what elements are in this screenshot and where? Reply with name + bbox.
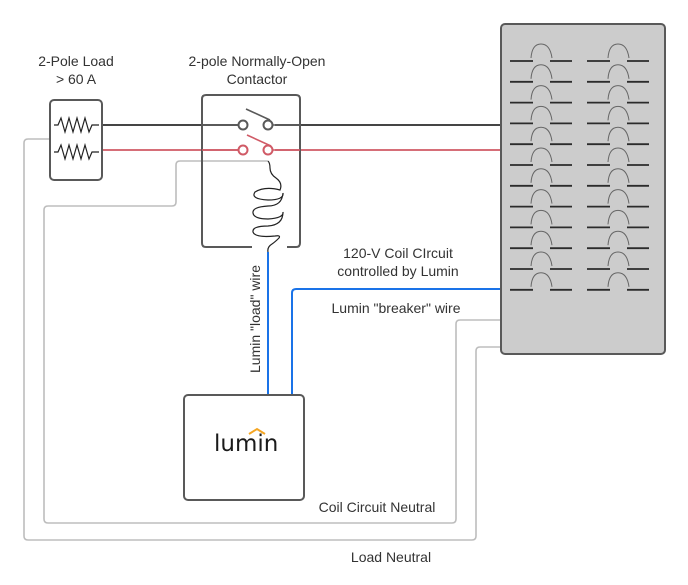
breaker-wire-label: Lumin "breaker" wire <box>332 300 461 316</box>
breaker-arc-icon <box>607 189 630 204</box>
breaker <box>510 272 572 291</box>
breaker <box>587 43 649 62</box>
breaker <box>587 209 649 229</box>
breaker-arc-icon <box>530 272 553 287</box>
breaker-arc-icon <box>530 126 553 142</box>
breaker-arc-icon <box>530 147 553 163</box>
two-pole-load <box>49 99 103 181</box>
coil-circuit-label-line1: 120-V Coil CIrcuit <box>343 245 453 261</box>
breaker <box>510 64 572 83</box>
breaker-grid <box>510 43 649 291</box>
resistor-icon <box>54 142 99 162</box>
breaker-arc-icon <box>530 105 553 121</box>
breaker-arc-icon <box>607 272 630 287</box>
breaker <box>587 251 649 270</box>
breaker-arc-icon <box>530 43 553 59</box>
load-neutral-wire <box>23 138 502 541</box>
resistor-icon <box>54 115 99 135</box>
breaker <box>587 189 649 208</box>
breaker-arc-icon <box>607 105 630 121</box>
coil-neutral-label: Coil Circuit Neutral <box>319 499 436 515</box>
breaker <box>587 168 649 187</box>
breaker-arc-icon <box>607 85 630 100</box>
load-wire-label: Lumin "load" wire <box>247 265 263 373</box>
breaker-arc-icon <box>607 43 630 59</box>
breaker <box>587 272 649 291</box>
breaker-arc-icon <box>530 209 553 225</box>
breaker <box>510 209 572 229</box>
lumin-device: lumin <box>183 394 305 501</box>
breaker <box>587 105 649 125</box>
breaker-arc-icon <box>607 209 630 225</box>
switch-contact-icon <box>202 134 300 156</box>
load-label-line2: > 60 A <box>56 71 97 87</box>
breaker-arc-icon <box>530 230 553 246</box>
breaker <box>510 189 572 208</box>
contactor <box>201 94 301 253</box>
breaker <box>587 126 649 146</box>
breaker-arc-icon <box>607 230 630 246</box>
breaker <box>587 85 649 104</box>
breaker <box>510 230 572 250</box>
breaker <box>510 251 572 270</box>
breaker <box>510 147 572 166</box>
coil-circuit-neutral-wire <box>43 160 502 524</box>
breaker <box>510 85 572 104</box>
contactor-label-line1: 2-pole Normally-Open <box>189 53 326 69</box>
breaker-panel <box>500 23 666 355</box>
lumin-breaker-wire <box>291 288 502 395</box>
breaker <box>510 43 572 62</box>
breaker-arc-icon <box>530 251 553 267</box>
breaker <box>587 147 649 166</box>
lumin-logo: lumin <box>214 431 278 457</box>
switch-contact-icon <box>202 108 300 131</box>
breaker-arc-icon <box>607 168 630 183</box>
breaker-arc-icon <box>607 64 630 79</box>
breaker-arc-icon <box>607 147 630 163</box>
coil-icon <box>252 160 284 253</box>
coil-circuit-label-line2: controlled by Lumin <box>337 263 458 279</box>
load-neutral-label: Load Neutral <box>351 549 431 565</box>
breaker-arc-icon <box>530 168 553 183</box>
logo-roof-icon <box>248 427 266 435</box>
breaker <box>510 168 572 187</box>
breaker-arc-icon <box>607 126 630 142</box>
breaker <box>510 126 572 146</box>
breaker <box>510 105 572 125</box>
breaker-arc-icon <box>530 189 553 204</box>
breaker <box>587 64 649 83</box>
load-label-line1: 2-Pole Load <box>38 53 114 69</box>
contactor-label-line2: Contactor <box>227 71 288 87</box>
breaker-arc-icon <box>607 251 630 267</box>
breaker-arc-icon <box>530 85 553 100</box>
breaker <box>587 230 649 250</box>
breaker-arc-icon <box>530 64 553 79</box>
